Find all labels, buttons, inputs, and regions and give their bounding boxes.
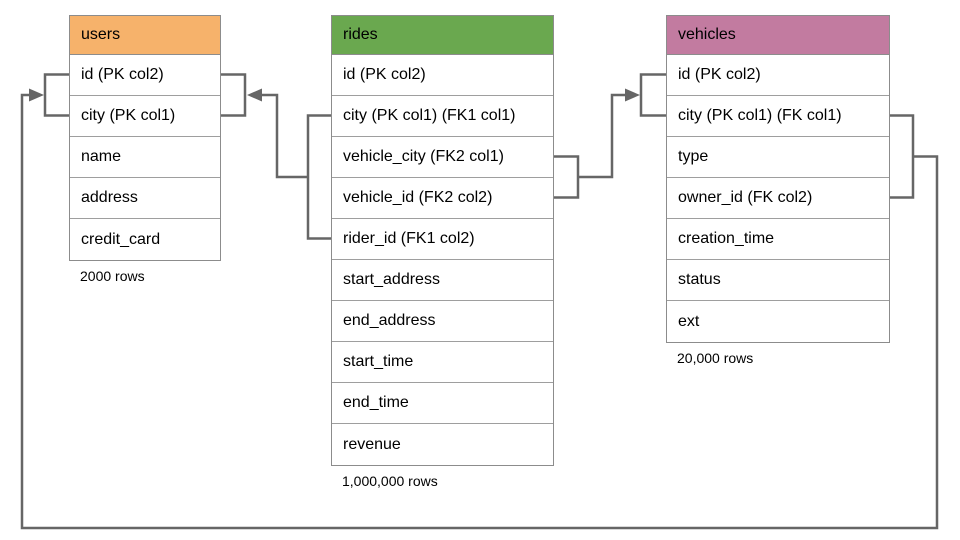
arrowhead-into-users-left — [29, 88, 44, 102]
table-vehicles-column-city: city (PK col1) (FK col1) — [667, 96, 889, 137]
table-rides-column-vehicle-city: vehicle_city (FK2 col1) — [332, 137, 553, 178]
table-vehicles: vehicles id (PK col2) city (PK col1) (FK… — [666, 15, 890, 343]
table-rides-header: rides — [332, 16, 553, 55]
relationship-vehicles-users — [20, 73, 939, 530]
vehicles-right-bracket — [890, 114, 915, 199]
rides-left-bracket — [306, 114, 331, 240]
table-vehicles-header: vehicles — [667, 16, 889, 55]
arrowhead-into-vehicles-left — [625, 88, 640, 102]
table-rides-column-revenue: revenue — [332, 424, 553, 465]
users-right-bracket — [221, 73, 247, 117]
table-rides-column-start-time: start_time — [332, 342, 553, 383]
table-rides-column-city: city (PK col1) (FK1 col1) — [332, 96, 553, 137]
table-users-column-id: id (PK col2) — [70, 55, 220, 96]
table-rides-column-id: id (PK col2) — [332, 55, 553, 96]
table-rides-column-end-time: end_time — [332, 383, 553, 424]
table-users-header: users — [70, 16, 220, 55]
vehicles-to-users-line — [20, 93, 939, 530]
rides-to-users-line — [261, 93, 308, 179]
rides-right-bracket — [554, 155, 580, 199]
table-users-column-name: name — [70, 137, 220, 178]
relationship-rides-vehicles — [554, 73, 666, 199]
table-vehicles-column-id: id (PK col2) — [667, 55, 889, 96]
table-rides: rides id (PK col2) city (PK col1) (FK1 c… — [331, 15, 554, 466]
table-vehicles-column-owner-id: owner_id (FK col2) — [667, 178, 889, 219]
table-vehicles-column-ext: ext — [667, 301, 889, 342]
table-rides-column-vehicle-id: vehicle_id (FK2 col2) — [332, 178, 553, 219]
table-vehicles-column-status: status — [667, 260, 889, 301]
table-rides-column-end-address: end_address — [332, 301, 553, 342]
table-rides-rowcount: 1,000,000 rows — [342, 473, 438, 489]
table-users-rowcount: 2000 rows — [80, 268, 145, 284]
arrowhead-into-users-right — [247, 88, 262, 102]
table-users-column-credit-card: credit_card — [70, 219, 220, 260]
table-users-column-address: address — [70, 178, 220, 219]
vehicles-left-bracket — [639, 73, 666, 117]
rides-to-vehicles-line — [578, 93, 626, 179]
relationship-rides-users — [221, 73, 331, 240]
table-users: users id (PK col2) city (PK col1) name a… — [69, 15, 221, 261]
table-vehicles-column-creation-time: creation_time — [667, 219, 889, 260]
table-vehicles-column-type: type — [667, 137, 889, 178]
table-vehicles-rowcount: 20,000 rows — [677, 350, 754, 366]
table-rides-column-rider-id: rider_id (FK1 col2) — [332, 219, 553, 260]
users-left-bracket — [43, 73, 70, 117]
table-users-column-city: city (PK col1) — [70, 96, 220, 137]
table-rides-column-start-address: start_address — [332, 260, 553, 301]
